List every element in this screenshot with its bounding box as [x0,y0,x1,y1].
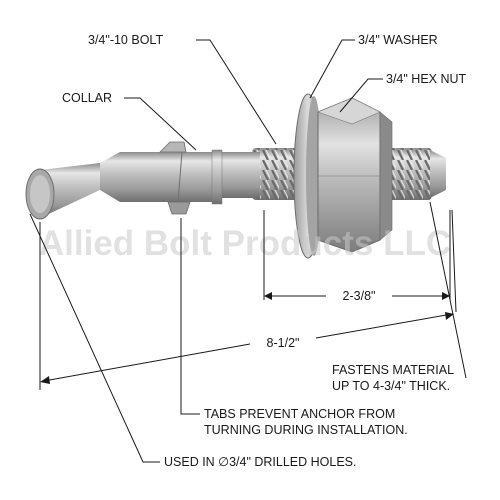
collar [100,141,223,215]
leader-collar [124,97,197,151]
label-bolt: 3/4"-10 BOLT [88,33,163,47]
watermark: Allied Bolt Products LLC [39,224,451,263]
leader-tabs [180,218,200,415]
leader-lines [29,39,467,463]
label-washer: 3/4" WASHER [358,33,438,47]
label-fastens-line2: UP TO 4-3/4" THICK. [332,379,450,393]
collar-tab-top [159,141,187,153]
leader-bolt [196,39,277,145]
anchor-bolt [25,93,446,259]
label-tabs-line2: TURNING DURING INSTALLATION. [204,423,408,437]
leader-fastens [429,201,467,379]
dimension-overall-label: 8-1/2" [267,336,300,350]
dimension-overall [39,209,457,390]
leader-hex-nut [339,78,383,113]
leader-drilled [29,213,160,463]
label-tabs-line1: TABS PREVENT ANCHOR FROM [204,407,395,421]
label-hex-nut: 3/4" HEX NUT [386,72,467,86]
collar-tab-bottom [167,201,191,215]
hex-nut [317,97,393,253]
dimension-thread [263,210,451,300]
dimension-thread-label: 2-3/8" [343,289,376,303]
leader-washer [309,39,355,99]
label-drilled-holes: USED IN ∅3/4" DRILLED HOLES. [164,455,356,469]
label-collar: COLLAR [62,91,112,105]
wedge-cone [25,163,100,220]
label-fastens-line1: FASTENS MATERIAL [332,363,454,377]
